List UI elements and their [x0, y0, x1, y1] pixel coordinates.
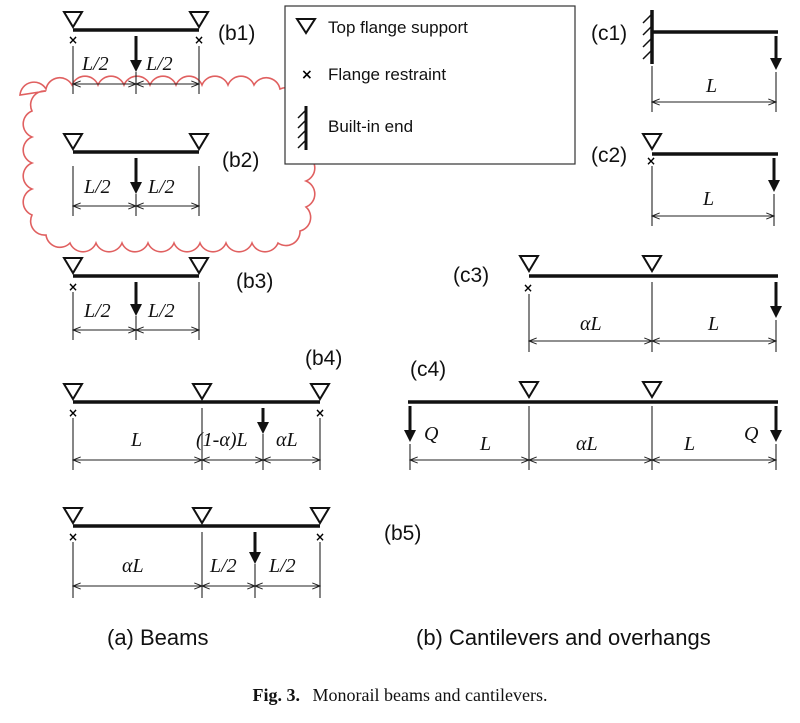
subcaption-a: (a) Beams	[107, 625, 208, 650]
builtin-end-icon	[297, 106, 308, 150]
load-arrow-head	[130, 304, 142, 316]
support-icon	[309, 383, 331, 401]
support-icon	[191, 507, 213, 525]
support-icon	[641, 133, 663, 151]
dim-label: L	[479, 433, 491, 455]
restraint-icon: ×	[646, 154, 656, 168]
case-label-b4: (b4)	[305, 347, 342, 370]
cantilever-c2: × L (c2)	[591, 133, 780, 226]
legend: Top flange support × Flange restraint Bu…	[284, 5, 576, 165]
support-icon	[188, 257, 210, 275]
dim-label: αL	[576, 433, 598, 455]
case-label-c1: (c1)	[591, 22, 627, 45]
legend-support-label: Top flange support	[328, 18, 468, 37]
load-arrow-head	[130, 182, 142, 194]
dim-label: L	[707, 313, 719, 335]
case-label-c3: (c3)	[453, 264, 489, 287]
figure-number: Fig. 3.	[253, 685, 301, 705]
support-icon	[518, 255, 540, 273]
support-icon	[295, 18, 317, 35]
case-label-c2: (c2)	[591, 144, 627, 167]
case-label-b1: (b1)	[218, 22, 255, 45]
load-arrow-head	[404, 430, 416, 442]
dim-label: αL	[276, 429, 298, 451]
support-icon	[188, 11, 210, 29]
dim-label: L	[130, 429, 142, 451]
restraint-icon: ×	[301, 67, 313, 83]
cantilever-c1: L (c1)	[591, 10, 782, 112]
dim-label: L/2	[83, 176, 111, 198]
legend-box	[284, 5, 576, 165]
load-arrow-head	[770, 58, 782, 70]
case-label-b2: (b2)	[222, 149, 259, 172]
dim-label: L/2	[145, 53, 173, 75]
restraint-icon: ×	[315, 530, 325, 544]
dim-label: L/2	[81, 53, 109, 75]
dim-label: (1-α)L	[196, 429, 248, 451]
subcaption-b: (b) Cantilevers and overhangs	[416, 625, 711, 650]
load-arrow-head	[770, 306, 782, 318]
figure-caption: Fig. 3. Monorail beams and cantilevers.	[253, 685, 548, 705]
load-arrow-head	[130, 60, 142, 72]
support-icon	[641, 381, 663, 399]
beam-b1: × × L/2 L/2 (b1)	[62, 11, 255, 94]
beam-b2: L/2 L/2 (b2)	[62, 133, 259, 216]
dim-label: L	[683, 433, 695, 455]
support-icon	[309, 507, 331, 525]
dim-label: L/2	[147, 176, 175, 198]
restraint-icon: ×	[315, 406, 325, 420]
restraint-icon: ×	[68, 33, 78, 47]
restraint-icon: ×	[68, 406, 78, 420]
revision-cloud	[19, 75, 316, 253]
support-icon	[62, 257, 84, 275]
dim-label: L/2	[147, 300, 175, 322]
restraint-icon: ×	[68, 280, 78, 294]
support-icon	[188, 133, 210, 151]
beam-b4: × × L (1-α)L αL (b4)	[62, 347, 342, 470]
load-arrow-head	[768, 180, 780, 192]
beam-b5: × × αL L/2 L/2 (b5)	[62, 507, 421, 598]
figure-caption-text: Monorail beams and cantilevers.	[313, 685, 548, 705]
restraint-icon: ×	[68, 530, 78, 544]
restraint-icon: ×	[194, 33, 204, 47]
support-icon	[62, 383, 84, 401]
case-label-c4: (c4)	[410, 358, 446, 381]
dim-label: αL	[580, 313, 602, 335]
support-icon	[62, 133, 84, 151]
dim-label: L/2	[268, 555, 296, 577]
support-icon	[62, 11, 84, 29]
support-icon	[191, 383, 213, 401]
support-icon	[62, 507, 84, 525]
beam-b3: × L/2 L/2 (b3)	[62, 257, 273, 340]
load-arrow-head	[257, 422, 269, 434]
load-label: Q	[744, 423, 759, 445]
restraint-icon: ×	[523, 281, 533, 295]
overhang-c4: Q Q L αL L (c4)	[404, 358, 782, 470]
load-arrow-head	[770, 430, 782, 442]
support-icon	[641, 255, 663, 273]
load-label: Q	[424, 423, 439, 445]
case-label-b3: (b3)	[236, 270, 273, 293]
dim-label: L	[705, 75, 717, 97]
legend-builtin-label: Built-in end	[328, 117, 413, 136]
legend-restraint-label: Flange restraint	[328, 65, 446, 84]
dim-label: L	[702, 188, 714, 210]
load-arrow-head	[249, 552, 261, 564]
dim-label: L/2	[209, 555, 237, 577]
support-icon	[518, 381, 540, 399]
dim-label: αL	[122, 555, 144, 577]
case-label-b5: (b5)	[384, 522, 421, 545]
dim-label: L/2	[83, 300, 111, 322]
cantilever-c3: × αL L (c3)	[453, 255, 782, 352]
